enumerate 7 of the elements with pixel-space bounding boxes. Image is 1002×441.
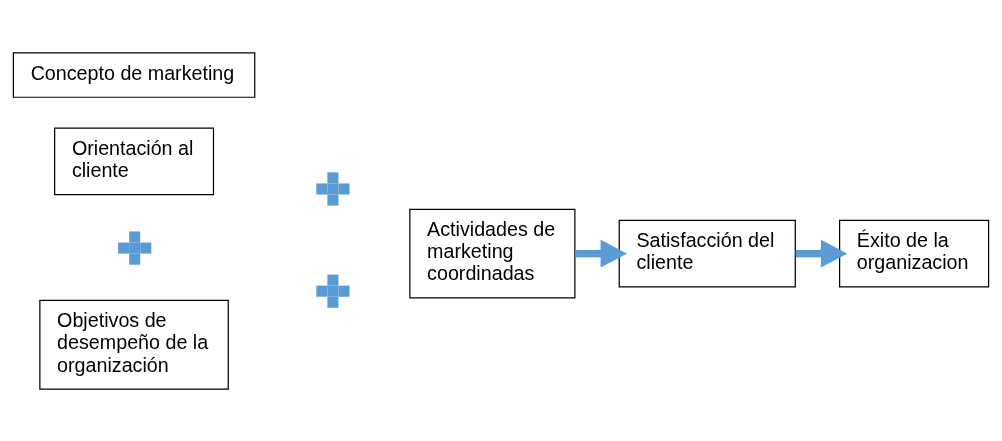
node-box: Actividades de marketing coordinadas (409, 208, 576, 299)
node-box: Concepto de marketing (12, 51, 256, 98)
node-box: Orientación al cliente (54, 126, 215, 195)
node-box: Éxito de la organizacion (839, 219, 990, 287)
node-box: Objetivos de desempeño de la organización (39, 299, 229, 390)
arrow (795, 239, 848, 267)
node-box: Satisfacción del cliente (618, 219, 796, 287)
